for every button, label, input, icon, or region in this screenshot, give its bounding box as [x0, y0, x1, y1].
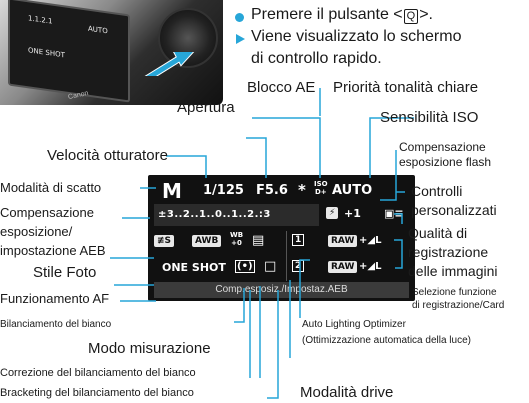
label-highlight-tone-priority: Priorità tonalità chiare [333, 79, 479, 96]
label-metering-mode: Modo misurazione [88, 340, 211, 357]
label-exposure-comp-2: esposizione/ [0, 224, 73, 239]
aperture-value[interactable]: F5.6 [256, 183, 288, 198]
card2-icon[interactable]: 2 [292, 260, 305, 272]
shooting-mode-value[interactable]: M [162, 179, 182, 203]
ae-lock-icon: * [298, 181, 306, 199]
jpeg-quality-1: +◢L [359, 235, 382, 246]
exposure-comp-box[interactable]: ±3..2..1..0..1..2.:3 [154, 204, 319, 226]
q-button-icon: Q [403, 9, 419, 24]
shutter-speed-value[interactable]: 1/125 [203, 183, 244, 198]
wb-shift-bottom: +0 [231, 239, 242, 247]
drive-mode-icon[interactable]: □ [264, 259, 277, 274]
picture-style-icon[interactable]: ≢S [154, 235, 175, 247]
custom-controls-icon[interactable]: ▣≡ [384, 207, 404, 220]
label-exposure-comp-1: Compensazione [0, 205, 94, 220]
result-arrow-icon [236, 34, 245, 44]
label-custom-controls-1: Controlli [411, 183, 463, 199]
iso-icon-top: ISO [314, 180, 328, 188]
label-flash-comp-1: Compensazione [399, 140, 486, 154]
label-recording-function-1: Selezione funzione [412, 287, 497, 298]
label-image-quality-3: delle immagini [408, 263, 498, 279]
step-text: Premere il pulsante < [251, 6, 403, 23]
label-white-balance: Bilanciamento del bianco [0, 319, 112, 330]
raw-quality-1[interactable]: RAW [328, 235, 358, 247]
divider [286, 231, 287, 281]
panel-footer: Comp.esposiz./Impostaz.AEB [154, 282, 409, 298]
raw-quality-2[interactable]: RAW [328, 261, 358, 273]
iso-icon-bottom: D+ [314, 188, 327, 196]
step-instruction: Premere il pulsante <Q>. [251, 6, 433, 24]
label-wb-bracketing: Bracketing del bilanciamento del bianco [0, 387, 194, 399]
label-wb-correction: Correzione del bilanciamento del bianco [0, 367, 196, 379]
label-picture-style: Stile Foto [33, 264, 97, 281]
card1-icon[interactable]: 1 [292, 234, 305, 246]
label-alo-1: Auto Lighting Optimizer [302, 319, 406, 330]
label-drive-mode: Modalità drive [300, 384, 394, 401]
metering-mode-icon[interactable]: (•) [235, 260, 255, 273]
label-recording-function-2: di registrazione/Card [412, 300, 505, 311]
auto-lighting-optimizer-icon[interactable]: ▤ [252, 233, 265, 248]
label-iso-speed: Sensibilità ISO [380, 109, 479, 126]
label-ae-lock: Blocco AE [247, 79, 316, 96]
flash-comp-value[interactable]: +1 [344, 207, 361, 220]
wb-shift-top: WB [230, 231, 244, 239]
label-shooting-mode: Modalità di scatto [0, 180, 102, 195]
camera-photo: 1.1.2.1 AUTO ONE SHOT Canon [0, 0, 223, 105]
result-line-2: di controllo rapido. [251, 50, 382, 67]
label-alo-2: (Ottimizzazione automatica della luce) [302, 335, 471, 346]
label-image-quality-2: registrazione [408, 244, 489, 260]
label-shutter-speed: Velocità otturatore [47, 147, 168, 164]
label-exposure-comp-3: impostazione AEB [0, 243, 106, 258]
wb-shift-icon[interactable]: WB+0 [230, 231, 243, 247]
jpeg-quality-2: +◢L [359, 261, 382, 272]
flash-comp-icon: ⚡ [326, 207, 339, 219]
camera-control-dial [158, 8, 218, 68]
step-text-end: >. [419, 6, 433, 23]
step-bullet-icon [235, 13, 244, 22]
label-aperture: Apertura [177, 99, 235, 116]
label-image-quality-1: Qualità di [408, 225, 468, 241]
exposure-scale: ±3..2..1..0..1..2.:3 [158, 209, 271, 220]
label-custom-controls-2: personalizzati [411, 202, 497, 218]
white-balance-value[interactable]: AWB [192, 235, 222, 247]
af-mode-value[interactable]: ONE SHOT [162, 261, 226, 274]
label-af-operation: Funzionamento AF [0, 291, 110, 306]
press-arrow-icon [124, 52, 203, 76]
iso-value[interactable]: AUTO [332, 183, 373, 198]
result-line-1: Viene visualizzato lo schermo [251, 28, 462, 45]
label-flash-comp-2: esposizione flash [399, 155, 492, 169]
